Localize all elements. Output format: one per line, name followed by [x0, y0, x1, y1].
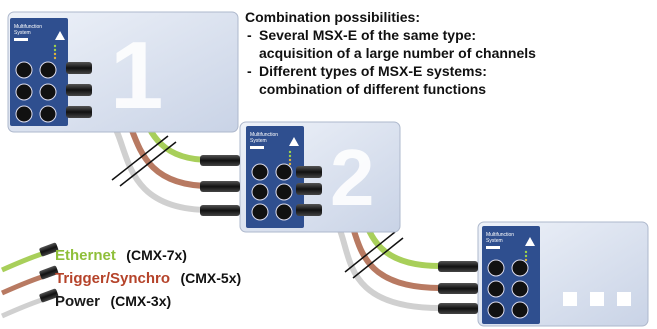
device-2-logo-icon: [289, 137, 299, 146]
device-1-port-5: [15, 105, 33, 123]
device-3-placeholder-dots: [563, 292, 631, 306]
device-3-in-plug-trigger: [438, 283, 478, 294]
device-2-label-line1: Multifunction: [250, 132, 278, 138]
device-1-port-1: [15, 61, 33, 79]
legend-power-name: Power: [55, 293, 101, 310]
device-3-port-3: [487, 280, 505, 298]
device-2-out-plug-power: [296, 204, 322, 216]
combination-item-2-line2: combination of different functions: [259, 81, 487, 97]
combination-list: Several MSX-E of the same type: acquisit…: [245, 26, 645, 98]
legend-power: Power (CMX-3x): [55, 293, 171, 313]
device-2-port-3: [251, 183, 269, 201]
legend-ethernet-cable-icon: [0, 242, 59, 273]
device-2-label-line2: System: [250, 138, 267, 144]
device-3-label-line2: System: [486, 238, 503, 244]
combination-item-1-line1: Several MSX-E of the same type:: [259, 27, 477, 43]
device-1-label-line1: Multifunction: [14, 24, 42, 30]
device-2-port-4: [275, 183, 293, 201]
device-2-out-plug-trigger: [296, 183, 322, 195]
device-2-port-2: [275, 163, 293, 181]
device-3-logo-icon: [525, 237, 535, 246]
legend-power-code: (CMX-3x): [110, 293, 172, 309]
legend-trigger-cable-icon: [0, 265, 59, 296]
legend-trigger-name: Trigger/Synchro: [55, 270, 171, 287]
device-1-port-6: [39, 105, 57, 123]
combination-heading: Combination possibilities:: [245, 9, 421, 25]
device-1-port-3: [15, 83, 33, 101]
device-2-port-6: [275, 203, 293, 221]
combination-item-2-line1: Different types of MSX-E systems:: [259, 63, 487, 79]
device-3: Multifunction System: [438, 221, 649, 327]
combination-info: Combination possibilities: Several MSX-E…: [245, 8, 645, 98]
device-1-logo-icon: [55, 31, 65, 40]
device-2-port-5: [251, 203, 269, 221]
device-3-port-4: [511, 280, 529, 298]
cable-break-mark-2: [344, 231, 404, 279]
device-3-port-2: [511, 259, 529, 277]
device-1-port-2: [39, 61, 57, 79]
device-2-port-1: [251, 163, 269, 181]
device-2-out-plug-ethernet: [296, 166, 322, 178]
device-3-panel: [482, 226, 540, 324]
combination-item-2: Different types of MSX-E systems: combin…: [245, 62, 645, 98]
device-3-label-line1: Multifunction: [486, 232, 514, 238]
legend-trigger-code: (CMX-5x): [180, 270, 242, 286]
device-3-in-plug-ethernet: [438, 261, 478, 272]
device-number-1: 1: [110, 22, 163, 129]
device-2-in-plug-trigger: [200, 181, 240, 192]
legend-ethernet-name: Ethernet: [55, 247, 116, 264]
device-1-plug-trigger: [66, 84, 92, 96]
device-1-plug-ethernet: [66, 62, 92, 74]
device-1-label-line2: System: [14, 30, 31, 36]
device-3-port-1: [487, 259, 505, 277]
cable-break-mark-1: [111, 135, 177, 187]
device-2-in-plug-ethernet: [200, 155, 240, 166]
device-2: 2 Multifunction System: [200, 121, 401, 233]
combination-item-1: Several MSX-E of the same type: acquisit…: [245, 26, 645, 62]
combination-item-1-line2: acquisition of a large number of channel…: [259, 45, 536, 61]
legend-trigger: Trigger/Synchro (CMX-5x): [55, 270, 241, 290]
legend-power-cable-icon: [0, 288, 59, 319]
device-3-port-6: [511, 301, 529, 319]
device-1-port-4: [39, 83, 57, 101]
device-1: 1 Multifunction System: [7, 11, 239, 133]
device-1-plug-power: [66, 106, 92, 118]
legend-ethernet-code: (CMX-7x): [126, 247, 187, 263]
device-number-2: 2: [330, 133, 375, 222]
device-2-in-plug-power: [200, 205, 240, 216]
device-3-port-5: [487, 301, 505, 319]
legend-ethernet: Ethernet (CMX-7x): [55, 247, 187, 267]
device-3-in-plug-power: [438, 303, 478, 314]
